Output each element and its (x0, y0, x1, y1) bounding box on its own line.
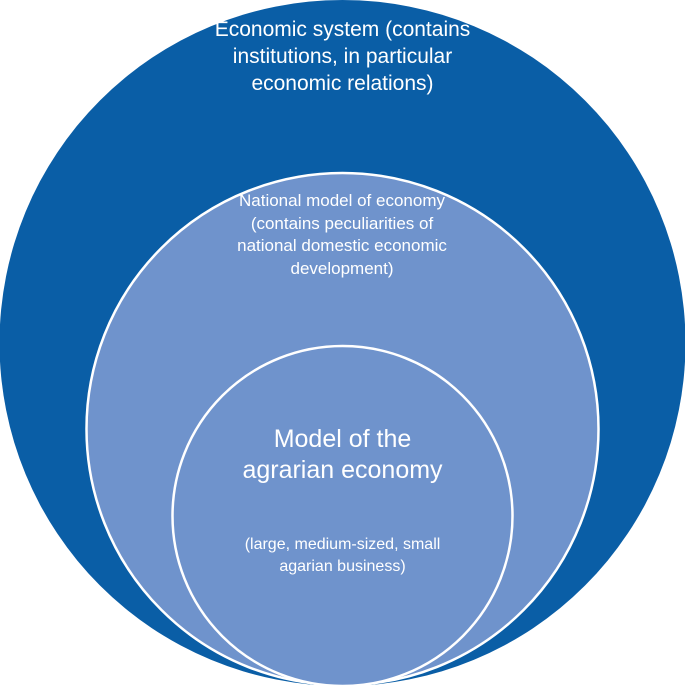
middle-circle-label: National model of economy (contains pecu… (237, 191, 447, 278)
outer-circle-label: Economic system (contains institutions, … (214, 18, 471, 95)
inner-circle-title: Model of the agrarian economy (242, 425, 443, 484)
inner-circle-agrarian-model (171, 344, 514, 685)
inner-circle-description: (large, medium-sized, small agarian busi… (244, 536, 441, 575)
